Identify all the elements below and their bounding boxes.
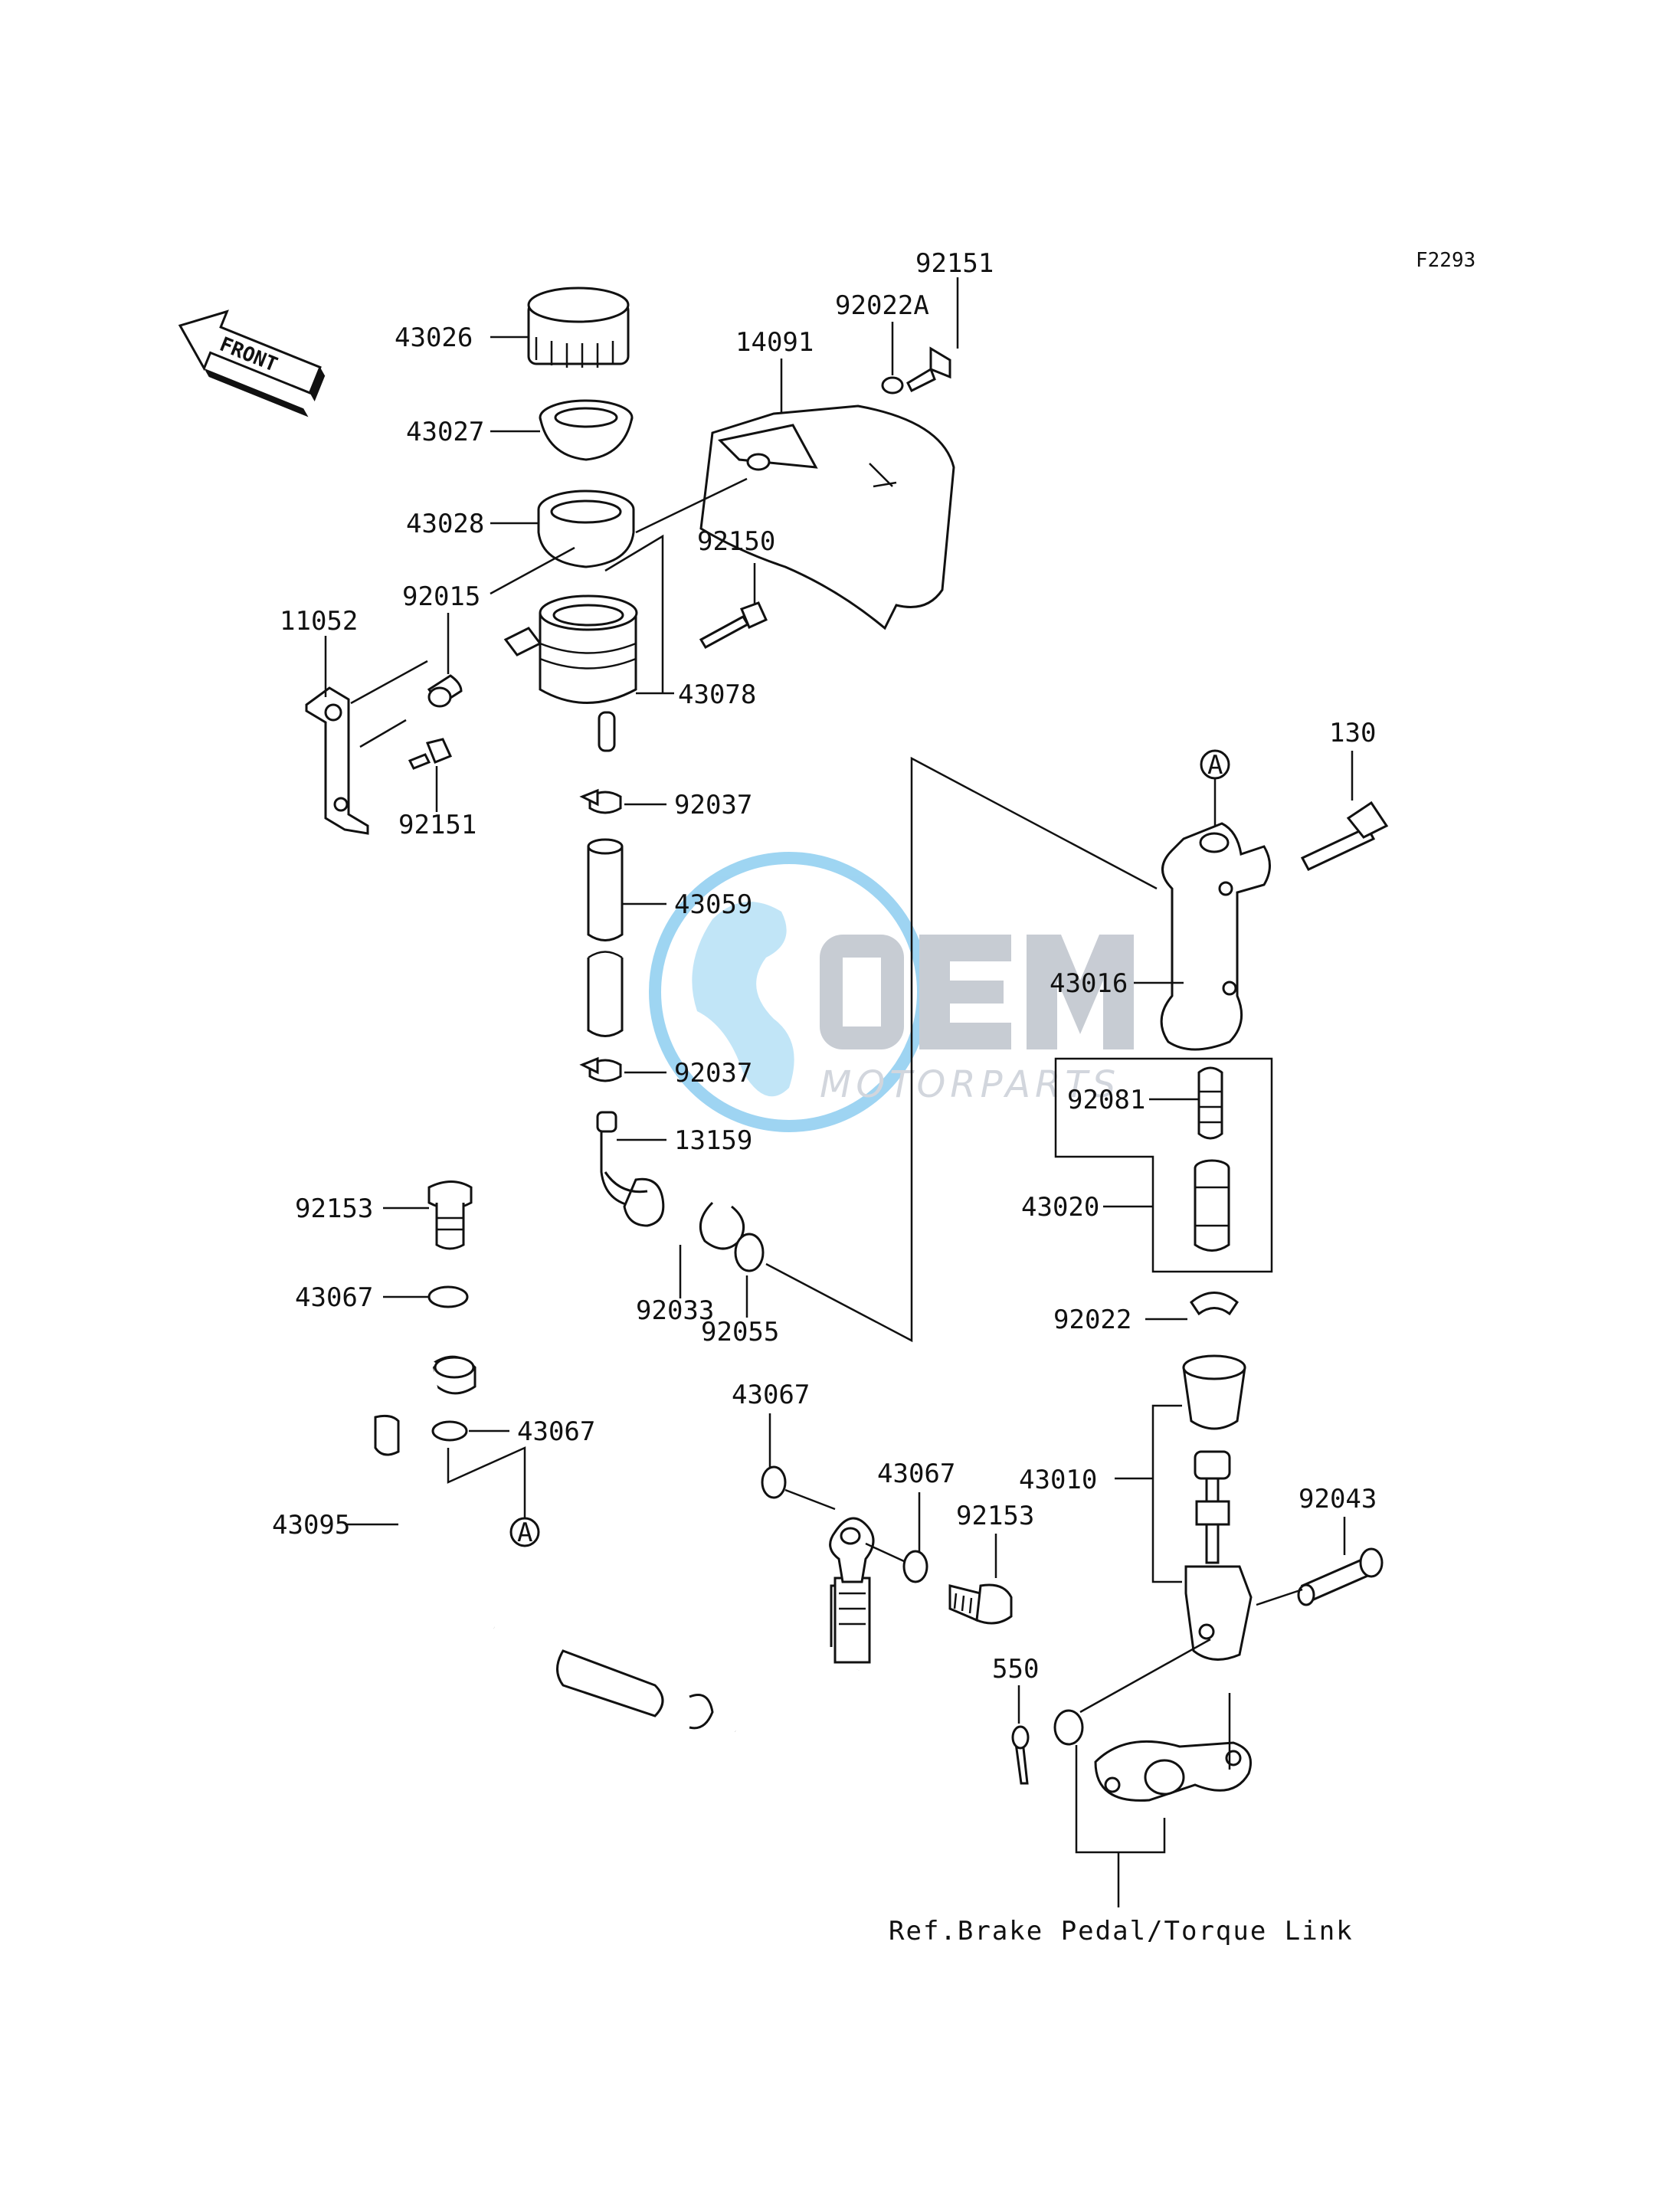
label-92151-lower: 92151 <box>398 810 476 840</box>
label-43010: 43010 <box>1019 1465 1097 1495</box>
label-43067-c: 43067 <box>732 1380 810 1410</box>
bracket-11052 <box>305 686 369 835</box>
reference-note: Ref.Brake Pedal/Torque Link <box>889 1916 1354 1947</box>
master-cylinder <box>1160 822 1271 1051</box>
washer-92022a <box>881 376 904 395</box>
label-43016: 43016 <box>1050 968 1128 999</box>
washer-pedal <box>1053 1709 1084 1746</box>
callout-a-bottom: A <box>509 1517 540 1548</box>
banjo-bolt-92153-top <box>427 1180 473 1250</box>
label-92015: 92015 <box>402 581 480 612</box>
label-43095: 43095 <box>272 1510 350 1541</box>
label-92081: 92081 <box>1067 1085 1145 1115</box>
watermark-letter-m <box>1027 935 1134 1049</box>
svg-text:A: A <box>1207 750 1223 781</box>
bolt-92150 <box>699 601 768 650</box>
collar-92015 <box>427 674 463 708</box>
label-92043: 92043 <box>1298 1484 1377 1514</box>
label-92037-bottom: 92037 <box>674 1058 752 1089</box>
circlip-92033 <box>699 1201 745 1250</box>
assembly-connector-line <box>765 756 1158 1343</box>
clamp-92037-bottom <box>579 1056 622 1082</box>
piston-kit-box <box>1054 1057 1273 1273</box>
label-92153-top: 92153 <box>295 1193 373 1224</box>
label-43067-d: 43067 <box>877 1459 955 1489</box>
banjo-bolt-92153-right <box>948 1583 1013 1625</box>
bolt-92151-top <box>906 346 951 393</box>
label-43059: 43059 <box>674 889 752 920</box>
label-43028: 43028 <box>406 509 484 539</box>
reservoir-body <box>503 594 638 752</box>
label-43067-b: 43067 <box>517 1416 595 1447</box>
piston-cup-92081 <box>1197 1066 1223 1140</box>
watermark: MOTORPARTS <box>649 852 1134 1132</box>
washer-43067-a <box>427 1285 469 1308</box>
push-rod-assembly <box>1182 1354 1253 1661</box>
washer-43067-c <box>761 1465 787 1499</box>
watermark-subtitle: MOTORPARTS <box>820 1063 1120 1106</box>
label-43067-a: 43067 <box>295 1282 373 1313</box>
label-92033: 92033 <box>636 1295 714 1326</box>
label-92055: 92055 <box>701 1317 779 1347</box>
label-92022a: 92022A <box>835 290 929 321</box>
callout-a-top: A <box>1200 749 1230 781</box>
label-92151-top: 92151 <box>915 248 994 279</box>
label-43078: 43078 <box>678 679 756 710</box>
washer-43067-b <box>431 1420 468 1442</box>
watermark-continents-icon <box>692 902 794 1097</box>
cotter-pin-550 <box>1011 1725 1030 1785</box>
diaphragm <box>539 399 634 461</box>
bolt-130 <box>1300 801 1389 871</box>
label-92150: 92150 <box>697 526 775 557</box>
circlip-92022 <box>1190 1292 1239 1316</box>
front-arrow-icon: FRONT <box>178 309 326 417</box>
bolt-92151-lower <box>408 738 453 770</box>
o-ring-92055 <box>734 1233 765 1272</box>
watermark-letter-e <box>919 935 1011 1049</box>
label-550: 550 <box>992 1654 1039 1685</box>
svg-text:A: A <box>517 1518 532 1548</box>
piston-43020 <box>1194 1159 1230 1252</box>
label-11052: 11052 <box>280 606 358 637</box>
brake-pedal-link <box>1094 1740 1252 1802</box>
label-43020: 43020 <box>1021 1192 1099 1223</box>
label-43027: 43027 <box>406 417 484 447</box>
reservoir-cap <box>527 286 630 368</box>
diagram-code: F2293 <box>1416 249 1475 272</box>
label-92022: 92022 <box>1053 1305 1131 1335</box>
elbow-fitting-13159 <box>596 1111 665 1227</box>
label-92037-top: 92037 <box>674 790 752 820</box>
reservoir-hose <box>587 838 624 1037</box>
reservoir-cover <box>699 404 955 630</box>
brake-hose-43095 <box>355 1351 875 1768</box>
label-92153-right: 92153 <box>956 1501 1034 1531</box>
clamp-92037-top <box>579 788 622 814</box>
pin-92043 <box>1297 1547 1384 1606</box>
label-14091: 14091 <box>735 327 814 358</box>
washer-43067-d <box>902 1550 928 1583</box>
diaphragm-plate <box>537 489 635 568</box>
label-43026: 43026 <box>395 323 473 353</box>
label-13159: 13159 <box>674 1125 752 1156</box>
label-130: 130 <box>1329 718 1376 748</box>
